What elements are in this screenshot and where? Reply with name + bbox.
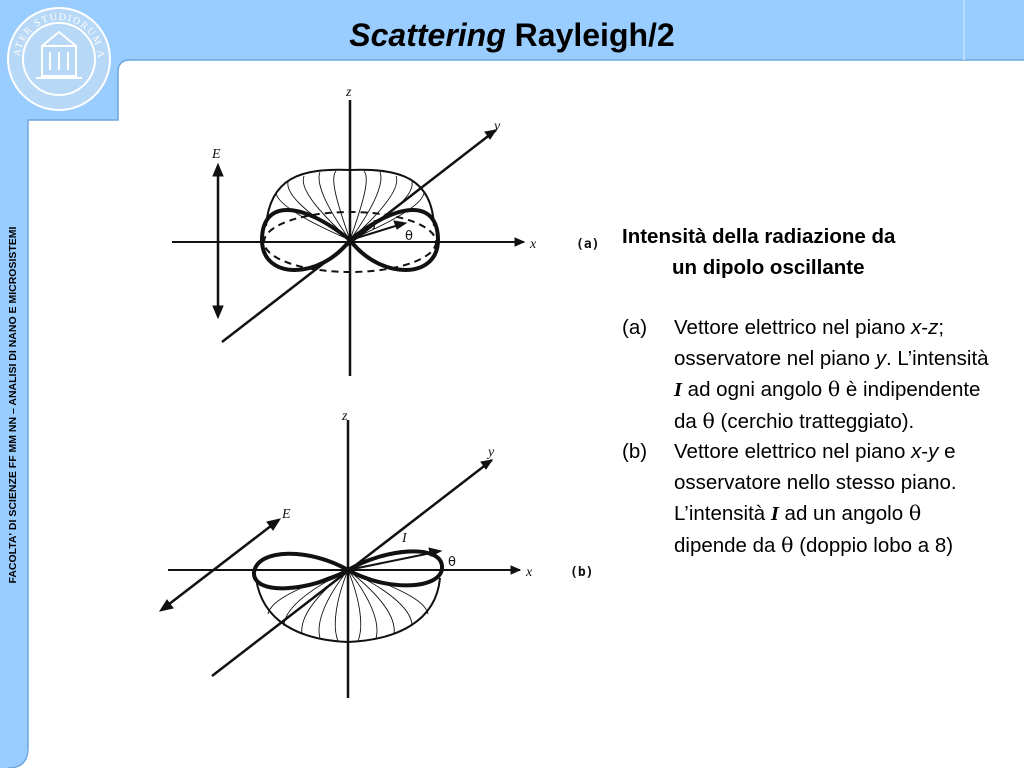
fig-a-y-label: y bbox=[492, 119, 501, 134]
fig-a-theta-label: θ bbox=[405, 229, 413, 244]
frame-band-edge bbox=[7, 59, 1024, 768]
fig-a-intensity-vector bbox=[349, 223, 403, 241]
fig-a-i-label: I bbox=[371, 218, 378, 233]
title-rest: Rayleigh/2 bbox=[505, 17, 675, 53]
fig-b-theta-label: θ bbox=[448, 555, 456, 570]
explanation-text: Intensità della radiazione da un dipolo … bbox=[622, 222, 1002, 561]
title-italic: Scattering bbox=[349, 17, 506, 53]
fig-a-y-arrowhead bbox=[484, 129, 498, 140]
slide-title: Scattering Rayleigh/2 bbox=[0, 14, 1024, 56]
fig-b-y-label: y bbox=[486, 445, 495, 460]
fig-a-dashed-circle bbox=[263, 211, 437, 273]
fig-b-e-label: E bbox=[281, 507, 291, 522]
fig-b-i-label: I bbox=[401, 531, 408, 546]
fig-b-y-arrowhead bbox=[480, 459, 494, 470]
list-item-b: (b) Vettore elettrico nel piano x-y e os… bbox=[622, 437, 1002, 561]
fig-b-intensity-vector bbox=[347, 551, 437, 571]
fig-b-e-vector bbox=[163, 521, 277, 609]
item-a-text: Vettore elettrico nel piano x-z; osserva… bbox=[674, 316, 989, 433]
item-b-label: (b) bbox=[622, 440, 648, 463]
fig-b-x-arrowhead bbox=[510, 565, 522, 575]
figure-b bbox=[158, 420, 522, 698]
explanation-heading: Intensità della radiazione da un dipolo … bbox=[622, 222, 1002, 283]
item-b-text: Vettore elettrico nel piano x-y e osserv… bbox=[674, 440, 957, 557]
fig-a-label: (a) bbox=[576, 237, 599, 252]
fig-a-meridians bbox=[275, 170, 425, 241]
fig-a-x-arrowhead bbox=[514, 237, 526, 247]
university-seal-icon: ALMA MATER STUDIORUM A.D. 1088 bbox=[6, 6, 111, 111]
fig-a-e-label: E bbox=[211, 147, 221, 162]
list-item-a: (a) Vettore elettrico nel piano x-z; oss… bbox=[622, 313, 1002, 437]
heading-line-2: un dipolo oscillante bbox=[672, 255, 865, 279]
fig-b-x-label: x bbox=[525, 565, 533, 580]
item-a-label: (a) bbox=[622, 316, 648, 339]
fig-a-z-label: z bbox=[345, 85, 352, 100]
figure-a bbox=[172, 100, 526, 376]
fig-a-x-label: x bbox=[529, 237, 537, 252]
heading-line-1: Intensità della radiazione da bbox=[622, 225, 896, 248]
fig-b-z-label: z bbox=[341, 409, 348, 424]
fig-b-label: (b) bbox=[570, 565, 593, 580]
